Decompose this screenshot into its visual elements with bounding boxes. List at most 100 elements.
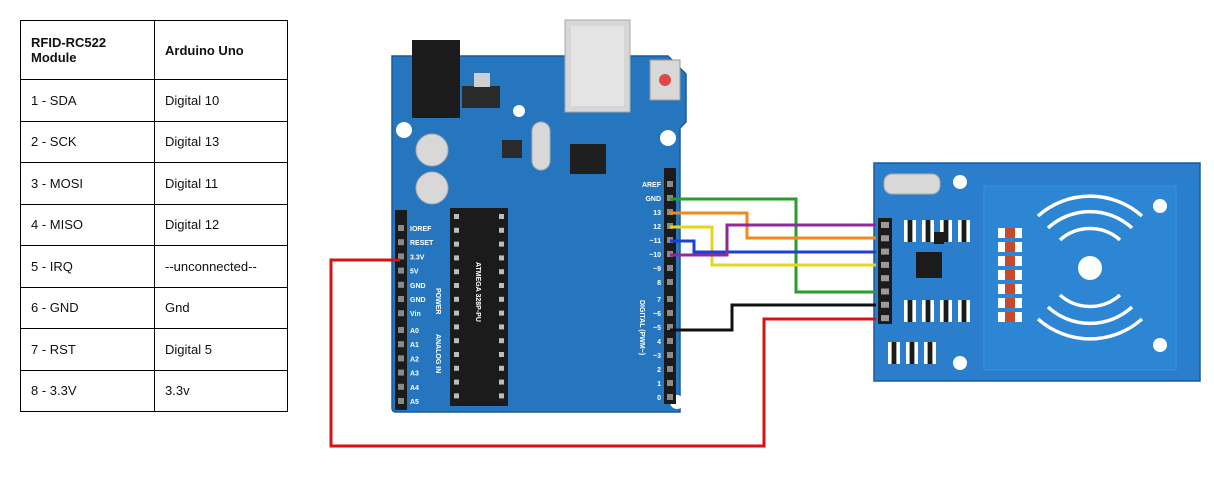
mounting-hole-icon (1153, 199, 1167, 213)
analog-pin-label: A0 (410, 328, 419, 335)
arduino-pin-cell: Digital 11 (154, 162, 288, 205)
header-pin (398, 239, 404, 246)
header-pin (398, 398, 404, 404)
chip-pin (499, 214, 504, 219)
mounting-hole-icon (953, 356, 967, 370)
digital-pin-label: 0 (657, 395, 661, 402)
rfid-header-pin (881, 261, 889, 268)
smd-resistor-icon (888, 342, 900, 364)
header-pin (398, 310, 404, 317)
arduino-pin-cell: Digital 12 (154, 203, 288, 246)
smd-resistor-icon (958, 220, 970, 242)
digital-pin-label: 4 (657, 339, 661, 346)
chip-pin (454, 352, 459, 357)
digital-pin-label: AREF (642, 182, 662, 189)
chip-pin (454, 393, 459, 399)
header-pin (667, 394, 673, 400)
analog-pin-label: A2 (410, 356, 419, 363)
small-ic-icon (502, 140, 522, 158)
smd-resistor-icon (998, 298, 1022, 308)
header-pin (667, 265, 673, 271)
smd-resistor-icon (906, 342, 918, 364)
digital-pin-label: 12 (653, 224, 661, 231)
wire-3v3 (329, 258, 876, 448)
digital-pin-label: ~9 (653, 266, 661, 273)
table-row: 5 - IRQ--unconnected-- (20, 245, 288, 288)
wire-rst (670, 197, 876, 294)
smd-resistor-icon (998, 256, 1022, 266)
arduino-pin-cell: 3.3v (154, 369, 288, 412)
analog-pin-label: A1 (410, 342, 419, 349)
header-pin (398, 296, 404, 302)
analog-group-label: ANALOG IN (434, 334, 441, 373)
header-pin (398, 383, 404, 390)
rfid-header-pin (881, 222, 889, 228)
header-pin (667, 296, 673, 302)
rfid-header-pin (881, 315, 889, 322)
wire-miso (670, 225, 876, 267)
smd-resistor-icon (998, 228, 1022, 238)
table-header-row: RFID-RC522 Module Arduino Uno (20, 20, 288, 80)
chip-pin (499, 255, 504, 261)
smd-resistor-icon (924, 342, 936, 364)
chip-pin (454, 255, 459, 261)
wire-mosi (670, 239, 876, 254)
chip-pins (454, 214, 504, 399)
chip-pin (499, 324, 504, 330)
chip-pin (499, 227, 504, 233)
chip-pin (454, 227, 459, 233)
wire-gnd (670, 303, 876, 332)
capacitor-icon (415, 133, 449, 167)
rfid-chip-icon (916, 252, 942, 278)
digital-pin-label: GND (645, 196, 661, 203)
analog-pin-label: A3 (410, 371, 419, 378)
atmega-chip-icon (450, 208, 508, 406)
wires (329, 197, 876, 448)
arduino-pin-cell: Digital 10 (154, 79, 288, 122)
header-pin (667, 279, 673, 285)
digital-pin-label: ~3 (653, 353, 661, 360)
smd-resistor-icon (904, 300, 916, 322)
chip-pin (454, 296, 459, 302)
chip-pin (499, 310, 504, 316)
mounting-hole-icon (513, 105, 525, 117)
rfid-header-pin (881, 248, 889, 255)
power-pin-label: GND (410, 283, 426, 290)
arduino-pin-cell: Digital 5 (154, 328, 288, 371)
rfid-signal-icon (1036, 194, 1144, 341)
smd-resistor-icon (998, 242, 1022, 252)
chip-pin (499, 379, 504, 385)
rfid-rc522-board (873, 162, 1201, 382)
rfid-crystal-icon (883, 173, 941, 195)
power-pin-label: GND (410, 297, 426, 304)
header-pin (398, 267, 404, 274)
rfid-pin-cell: 7 - RST (20, 328, 155, 371)
power-pin-label: RESET (410, 240, 434, 247)
chip-pin (499, 241, 504, 247)
rfid-pin-cell: 2 - SCK (20, 120, 155, 163)
digital-pin-label: ~6 (653, 311, 661, 318)
smd-resistor-icon (998, 312, 1022, 322)
rfid-header-pin (881, 288, 889, 295)
rfid-header-pin (881, 275, 889, 282)
header-pin (398, 327, 404, 333)
analog-pin-label: A4 (410, 385, 419, 392)
smd-resistor-icon (904, 220, 916, 242)
chip-pin (454, 269, 459, 275)
mounting-hole-icon (660, 130, 676, 146)
digital-pin-label: 8 (657, 280, 661, 287)
rfid-smd-components (881, 220, 1022, 364)
mounting-hole-icon (953, 175, 967, 189)
digital-pin-label: ~11 (650, 238, 662, 245)
wire-sda (670, 223, 876, 257)
header-pin (667, 181, 673, 187)
rfid-pin-cell: 5 - IRQ (20, 245, 155, 288)
power-group-label: POWER (434, 288, 441, 314)
